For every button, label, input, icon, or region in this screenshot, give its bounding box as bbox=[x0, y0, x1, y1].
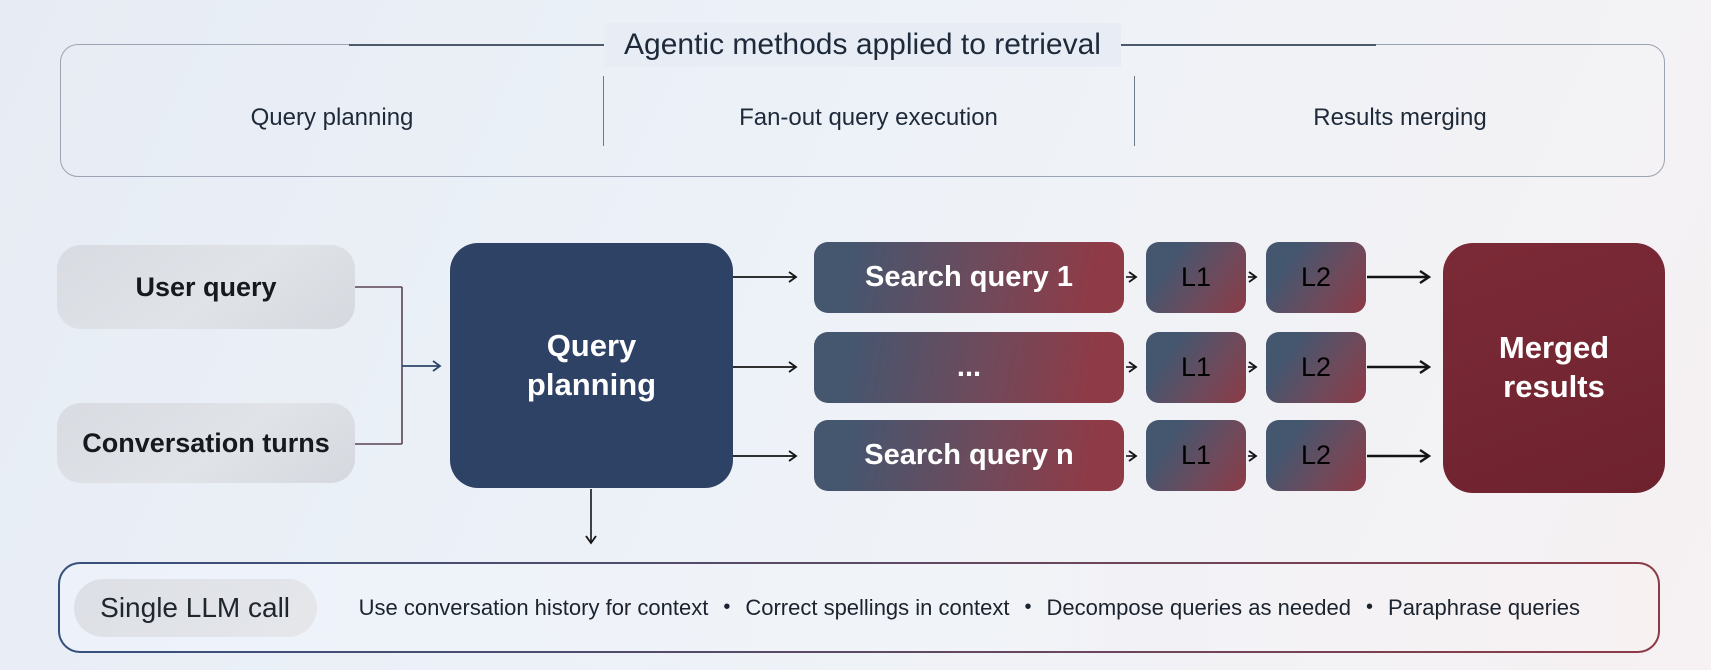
column-divider bbox=[603, 76, 604, 146]
l2-label: L2 bbox=[1300, 352, 1332, 382]
user-query-node: User query bbox=[57, 245, 355, 329]
merged-results-node: Merged results bbox=[1443, 243, 1665, 493]
search-query-ellipsis-label: ... bbox=[956, 351, 982, 383]
llm-note: Decompose queries as needed bbox=[1046, 594, 1351, 620]
conversation-turns-node: Conversation turns bbox=[57, 403, 355, 483]
panel-legend: Agentic methods applied to retrieval bbox=[61, 23, 1664, 67]
l1-node-row3: L1 bbox=[1146, 420, 1246, 491]
bullet-separator: • bbox=[1366, 596, 1374, 618]
legend-dash-left bbox=[349, 44, 605, 46]
stage-label-fanout-execution: Fan-out query execution bbox=[739, 104, 998, 131]
stage-label-query-planning: Query planning bbox=[250, 104, 414, 131]
user-query-label: User query bbox=[135, 271, 277, 302]
llm-note: Use conversation history for context bbox=[358, 594, 709, 620]
llm-note: Paraphrase queries bbox=[1388, 594, 1581, 620]
l1-node-row1: L1 bbox=[1146, 242, 1246, 313]
query-planning-label: Query planning bbox=[526, 327, 657, 402]
l1-label: L1 bbox=[1180, 440, 1212, 470]
legend-dash-right bbox=[1120, 44, 1376, 46]
llm-note: Correct spellings in context bbox=[745, 594, 1010, 620]
merged-results-label: Merged results bbox=[1498, 330, 1610, 404]
l1-label: L1 bbox=[1180, 262, 1212, 292]
bullet-separator: • bbox=[1024, 596, 1032, 618]
agentic-methods-panel: Agentic methods applied to retrieval Que… bbox=[60, 23, 1665, 177]
search-query-n-node: Search query n bbox=[814, 420, 1124, 491]
panel-title: Agentic methods applied to retrieval bbox=[604, 23, 1121, 67]
llm-capability-list: Use conversation history for context • C… bbox=[359, 595, 1580, 621]
l1-node-row2: L1 bbox=[1146, 332, 1246, 403]
l2-node-row1: L2 bbox=[1266, 242, 1366, 313]
l2-node-row3: L2 bbox=[1266, 420, 1366, 491]
single-llm-call-panel: Single LLM call Use conversation history… bbox=[58, 562, 1660, 653]
search-query-1-node: Search query 1 bbox=[814, 242, 1124, 313]
conversation-turns-label: Conversation turns bbox=[82, 427, 330, 458]
l2-label: L2 bbox=[1300, 262, 1332, 292]
stage-label-results-merging: Results merging bbox=[1313, 104, 1487, 131]
query-planning-node: Query planning bbox=[450, 243, 733, 488]
l2-node-row2: L2 bbox=[1266, 332, 1366, 403]
l1-label: L1 bbox=[1180, 352, 1212, 382]
single-llm-call-badge: Single LLM call bbox=[73, 578, 317, 637]
single-llm-call-panel-inner: Single LLM call Use conversation history… bbox=[59, 563, 1659, 652]
input-bracket-connector bbox=[355, 286, 403, 445]
search-query-n-label: Search query n bbox=[864, 439, 1074, 471]
search-query-1-label: Search query 1 bbox=[865, 261, 1073, 293]
l2-label: L2 bbox=[1300, 440, 1332, 470]
search-query-ellipsis-node: ... bbox=[814, 332, 1124, 403]
bullet-separator: • bbox=[723, 596, 731, 618]
single-llm-call-label: Single LLM call bbox=[100, 591, 291, 623]
column-divider bbox=[1134, 76, 1135, 146]
